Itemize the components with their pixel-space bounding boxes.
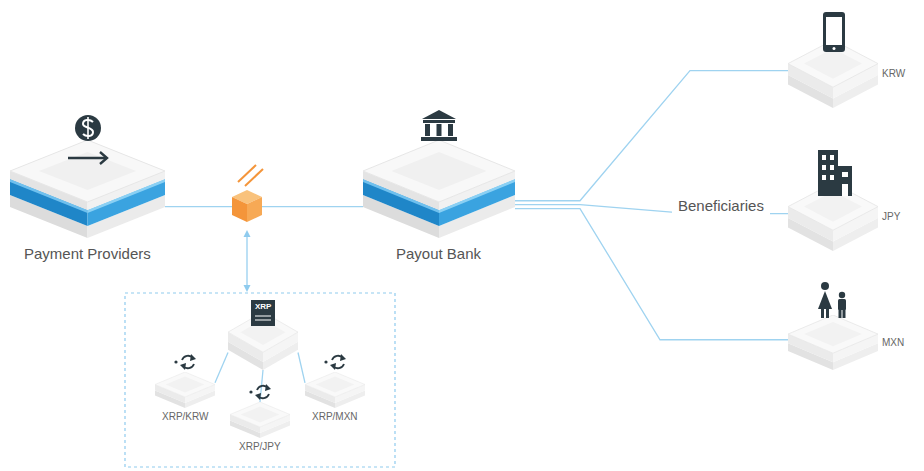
beneficiary-platform: JPY xyxy=(788,183,878,251)
connector xyxy=(298,353,305,383)
platform-label: XRP/KRW xyxy=(162,411,209,423)
exchange-platform: XRP/MXN xyxy=(305,372,365,408)
currency-label: KRW xyxy=(882,68,905,80)
currency-label: MXN xyxy=(882,337,904,349)
icon-label: XRP xyxy=(255,302,271,312)
exchange-platform: XRP/KRW xyxy=(155,372,215,408)
group-label: Beneficiaries xyxy=(672,197,770,215)
provider-platform: Payment Providers xyxy=(10,140,165,238)
platform-label: Payment Providers xyxy=(24,245,151,263)
xrp-ledger-platform: XRP xyxy=(228,300,298,370)
platform-label: Payout Bank xyxy=(396,245,481,263)
beneficiary-platform: KRW xyxy=(788,40,878,108)
currency-label: JPY xyxy=(882,211,900,223)
platform-label: XRP/MXN xyxy=(312,411,358,423)
bank-platform: Payout Bank xyxy=(363,140,515,238)
exchange-platform: XRP/JPY xyxy=(230,402,290,438)
connector xyxy=(165,206,363,207)
connector xyxy=(515,71,788,201)
beneficiary-platform: MXN xyxy=(788,315,878,370)
platform-label: XRP/JPY xyxy=(239,441,281,453)
connector xyxy=(515,209,788,340)
connector xyxy=(215,353,228,383)
